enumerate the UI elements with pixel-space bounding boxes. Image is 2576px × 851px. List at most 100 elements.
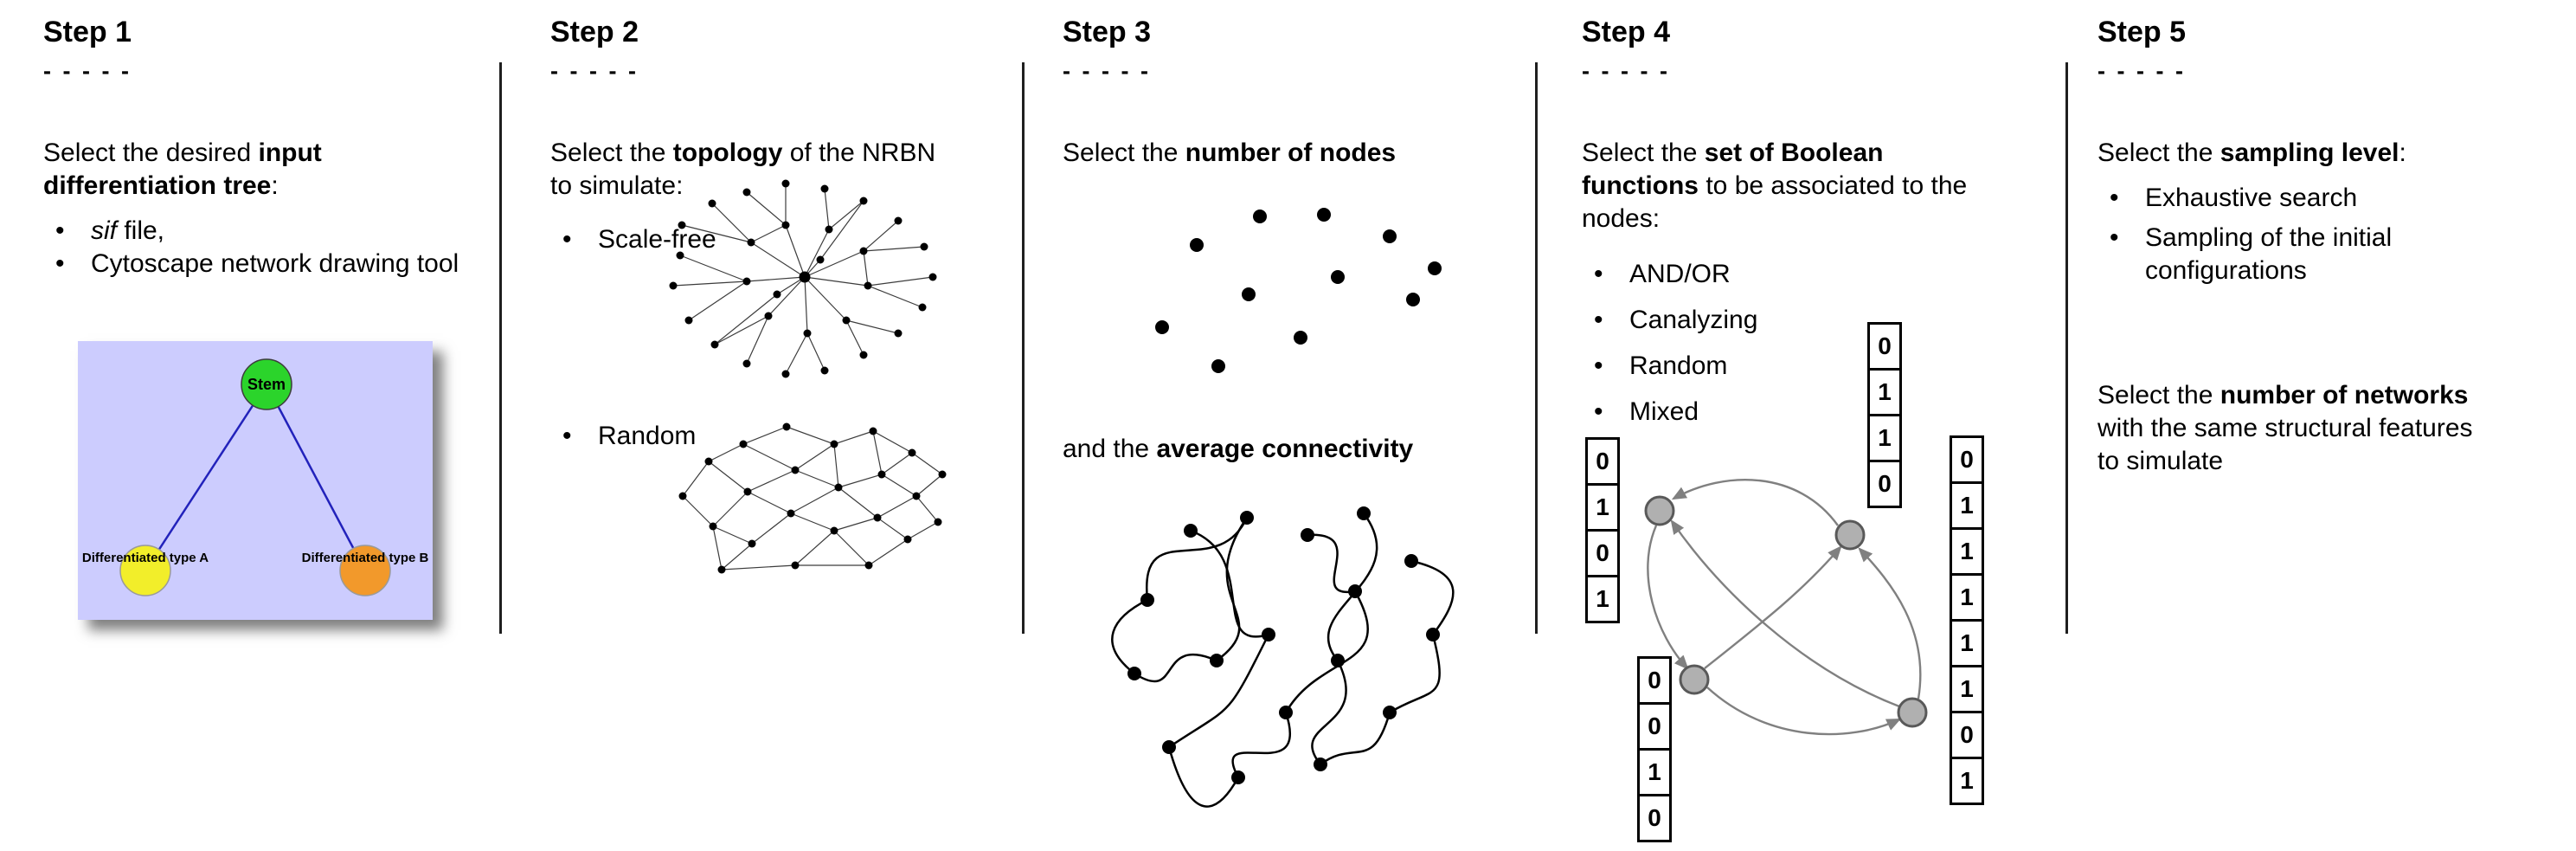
- truth-table-top: 0 1 1 0: [1867, 322, 1902, 508]
- intro-bold-text: average connectivity: [1156, 435, 1414, 463]
- intro-bold-text: topology: [672, 139, 783, 168]
- bullet-random-topology: Random: [550, 420, 696, 453]
- intro-text: Select the: [550, 139, 673, 168]
- step-3-dashes: - - - - -: [1063, 58, 1151, 85]
- boolean-network-svg: [1644, 479, 1928, 736]
- bullet-sampling-initial-configurations: Sampling of the initial configurations: [2097, 222, 2496, 287]
- bullet-scale-free: Scale-free: [550, 223, 716, 256]
- boolean-network-illustration: 0 1 0 1 0 1 1 0 0 1 1 1 1 1 0 1: [1582, 306, 2066, 851]
- step-1-bullet-list: sif file, Cytoscape network drawing tool: [43, 215, 467, 280]
- bullet-text: AND/OR: [1629, 260, 1731, 289]
- truth-table-cell: 1: [1950, 481, 1984, 530]
- connectivity-edges: [1111, 513, 1455, 808]
- intro-text: :: [2399, 139, 2406, 168]
- network-edge-arrow: [1706, 687, 1902, 736]
- connectivity-nodes: [1127, 506, 1440, 784]
- stem-node: [241, 358, 292, 410]
- random-network-nodes: [678, 422, 947, 574]
- intro-text: :: [271, 171, 279, 201]
- network-edge-arrow: [1858, 547, 1922, 699]
- bullet-text: Canalyzing: [1629, 306, 1758, 335]
- truth-table-cell: 1: [1637, 748, 1672, 796]
- intro-bold-text: sampling level: [2219, 139, 2399, 168]
- type-a-node-label: Differentiated type A: [81, 551, 209, 566]
- step-1-dashes: - - - - -: [43, 58, 132, 85]
- truth-table-cell: 1: [1950, 665, 1984, 713]
- network-edge-arrow: [1704, 545, 1842, 669]
- scatter-nodes: [1155, 208, 1442, 373]
- step-3-intro: Select the number of nodes: [1063, 137, 1530, 170]
- truth-table-cell: 0: [1950, 435, 1984, 484]
- bullet-text: Exhaustive search: [2145, 184, 2358, 213]
- random-network-illustration: [678, 422, 947, 574]
- boolean-network-arrows: [1647, 479, 1922, 736]
- truth-table-cell: 0: [1637, 702, 1672, 751]
- intro-text: with the same structural features to sim…: [2097, 414, 2473, 476]
- network-node: [1679, 664, 1710, 695]
- differentiated-type-b-node: [339, 545, 391, 596]
- bullet-text: Mixed: [1629, 397, 1699, 427]
- connectivity-network-illustration: [1111, 506, 1455, 808]
- step-1-panel: Step 1 - - - - - Select the desired inpu…: [43, 16, 467, 621]
- step-5-dashes: - - - - -: [2097, 58, 2186, 85]
- step-5-bullet-list: Exhaustive search Sampling of the initia…: [2097, 182, 2496, 287]
- step-1-intro: Select the desired input differentiation…: [43, 137, 467, 203]
- intro-text: Select the desired: [43, 139, 259, 168]
- bullet-text: Cytoscape network drawing tool: [91, 249, 459, 279]
- truth-table-cell: 1: [1950, 619, 1984, 667]
- bullet-random-function: Random: [1582, 350, 2066, 383]
- intro-text: Select the: [2097, 139, 2220, 168]
- truth-table-cell: 1: [1585, 575, 1620, 623]
- step-3-connectivity-text: and the average connectivity: [1063, 433, 1413, 466]
- column-divider-1: [499, 62, 502, 634]
- scale-free-network-illustration: [669, 179, 937, 378]
- truth-table-cell: 0: [1585, 437, 1620, 486]
- truth-table-cell: 0: [1950, 711, 1984, 759]
- truth-table-left: 0 1 0 1: [1585, 437, 1620, 623]
- truth-table-bottom: 0 0 1 0: [1637, 656, 1672, 842]
- differentiated-type-a-node: [119, 545, 171, 596]
- intro-text: of the NRBN to simulate:: [550, 139, 936, 201]
- bullet-and-or: AND/OR: [1582, 258, 2066, 291]
- step-3-panel: Step 3 - - - - - Select the number of no…: [1063, 16, 1530, 808]
- truth-table-right: 0 1 1 1 1 1 0 1: [1950, 435, 1984, 805]
- step-2-intro: Select the topology of the NRBN to simul…: [550, 137, 948, 203]
- column-divider-4: [2065, 62, 2068, 634]
- bullet-text: file,: [117, 216, 165, 246]
- step-2-panel: Step 2 - - - - - Select the topology of …: [550, 16, 1000, 574]
- network-node: [1897, 697, 1928, 728]
- step-3-title: Step 3: [1063, 16, 1152, 48]
- bullet-text: Random: [598, 422, 697, 450]
- boolean-network-nodes: [1644, 495, 1928, 728]
- sif-italic: sif: [91, 216, 117, 246]
- differentiation-tree-svg: [78, 341, 433, 621]
- intro-bold-text: number of nodes: [1185, 139, 1397, 168]
- truth-table-cell: 1: [1867, 414, 1902, 462]
- truth-table-cell: 1: [1867, 368, 1902, 416]
- bullet-canalyzing: Canalyzing: [1582, 304, 2066, 337]
- stem-node-label: Stem: [247, 376, 286, 394]
- network-node: [1644, 495, 1675, 526]
- step-4-dashes: - - - - -: [1582, 58, 1670, 85]
- bullet-cytoscape: Cytoscape network drawing tool: [43, 248, 467, 280]
- step-4-bullet-list: AND/OR Canalyzing Random Mixed: [1582, 258, 2066, 429]
- truth-table-cell: 1: [1585, 483, 1620, 532]
- truth-table-cell: 1: [1950, 757, 1984, 805]
- scale-free-nodes: [669, 179, 937, 378]
- random-network-edges: [682, 426, 943, 571]
- intro-text: Select the: [2097, 381, 2220, 410]
- truth-table-cell: 0: [1637, 656, 1672, 705]
- bullet-mixed: Mixed: [1582, 396, 2066, 429]
- intro-bold-text: number of networks: [2219, 381, 2469, 410]
- network-edge-arrow: [1671, 479, 1839, 526]
- step-4-intro: Select the set of Boolean functions to b…: [1582, 137, 1988, 235]
- bullet-exhaustive-search: Exhaustive search: [2097, 182, 2496, 215]
- column-divider-2: [1022, 62, 1025, 634]
- network-edge-arrow: [1647, 525, 1689, 670]
- nodes-scatter-illustration: [1155, 208, 1442, 373]
- intro-text: to be associated to the nodes:: [1582, 171, 1968, 234]
- step-1-title: Step 1: [43, 16, 132, 48]
- bullet-text: Sampling of the initial configurations: [2145, 223, 2393, 286]
- truth-table-cell: 0: [1637, 794, 1672, 842]
